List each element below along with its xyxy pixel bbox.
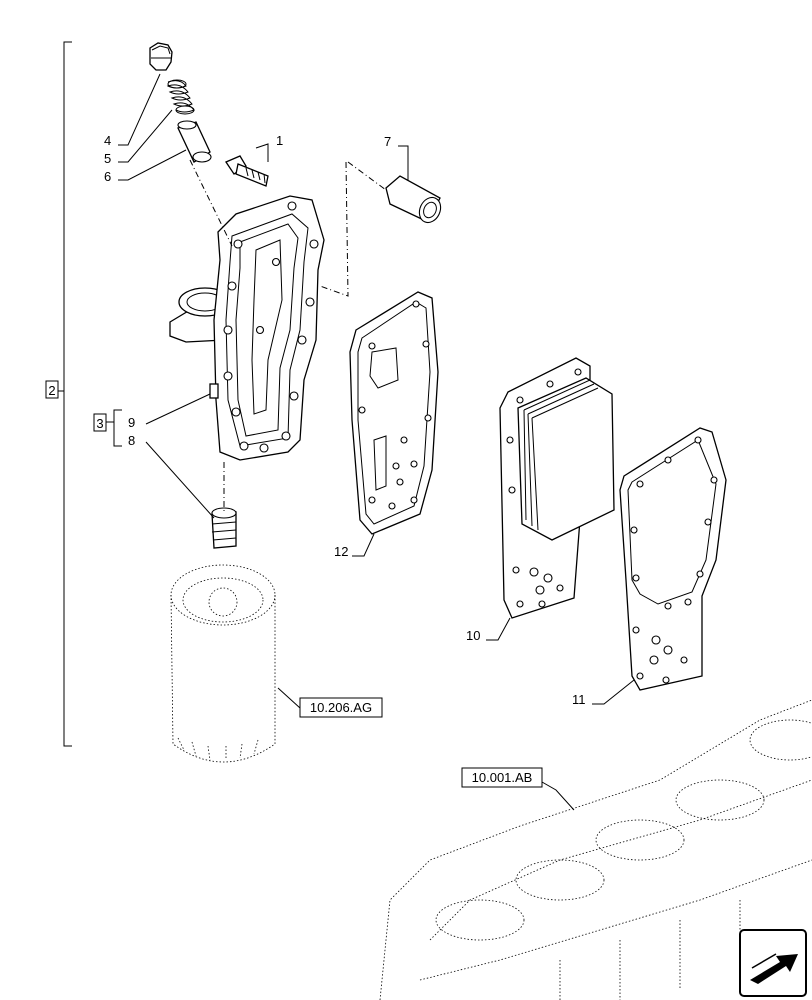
group-label-3: 3 (96, 416, 103, 431)
callout-7: 7 (384, 134, 391, 149)
centerlines (189, 159, 387, 512)
sleeve-part-7 (385, 175, 442, 224)
group-bracket-3: 3 (93, 409, 122, 447)
callout-9: 9 (128, 415, 135, 430)
callout-4: 4 (104, 133, 111, 148)
callout-11: 11 (572, 692, 586, 707)
nipple-part-8 (211, 507, 237, 549)
group-label-2: 2 (48, 383, 55, 398)
callout-5: 5 (104, 151, 111, 166)
reference-engine[interactable]: 10.001.AB (461, 767, 575, 811)
cooler-part-10 (499, 357, 615, 619)
gasket-part-12 (349, 291, 439, 535)
callout-1: 1 (276, 133, 283, 148)
callouts: 1 4 5 6 7 9 8 12 10 11 (104, 73, 635, 707)
group-box-2 (45, 380, 59, 399)
plug-part-4 (149, 42, 173, 71)
arrow-icon[interactable] (739, 929, 807, 997)
oil-filter (170, 564, 276, 763)
ref-label-engine: 10.001.AB (472, 770, 533, 785)
callout-10: 10 (466, 628, 480, 643)
gasket-part-11 (619, 427, 727, 691)
bolt-part-1 (225, 155, 269, 187)
reference-filter[interactable]: 10.206.AG (277, 687, 383, 718)
oil-cooler-housing (169, 195, 325, 461)
ref-label-filter: 10.206.AG (310, 700, 372, 715)
group-bracket-2: 2 (45, 41, 72, 747)
callout-12: 12 (334, 544, 348, 559)
engine-block (379, 699, 812, 1000)
callout-6: 6 (104, 169, 111, 184)
callout-8: 8 (128, 433, 135, 448)
piston-part-6 (177, 120, 212, 163)
spring-part-5 (166, 79, 195, 115)
